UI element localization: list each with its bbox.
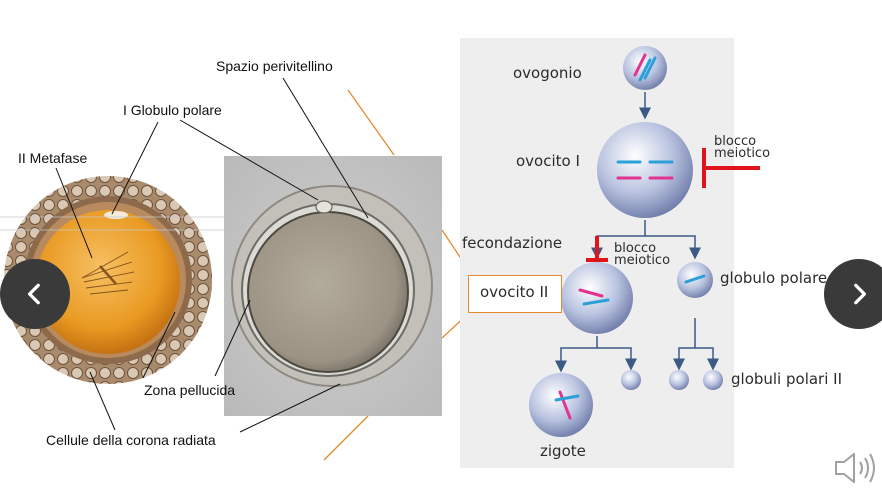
chevron-left-icon — [27, 283, 40, 305]
label-ovocito-1: ovocito I — [516, 152, 580, 170]
oocyte-micrograph — [224, 156, 442, 416]
label-ovocito-2: ovocito II — [480, 283, 549, 301]
label-corona-radiata: Cellule della corona radiata — [46, 432, 216, 448]
zigote-cell — [529, 373, 593, 437]
label-globulo-polare: I Globulo polare — [123, 102, 222, 118]
speaker-icon[interactable] — [832, 448, 878, 488]
chevron-right-icon — [854, 283, 867, 305]
label-metafase: II Metafase — [18, 150, 88, 166]
ovocito2-cell — [561, 262, 633, 334]
label-zona-pellucida: Zona pellucida — [144, 382, 236, 398]
label-spazio-perivitellino: Spazio perivitellino — [216, 58, 333, 74]
oocyte-illustration — [0, 176, 230, 384]
label-zigote: zigote — [540, 442, 586, 460]
label-globuli-polari-2: globuli polari II — [731, 370, 843, 388]
label-fecondazione: fecondazione — [462, 234, 563, 252]
label-ovogonio: ovogonio — [513, 64, 582, 82]
previous-slide-button[interactable] — [0, 259, 70, 329]
next-slide-button[interactable] — [824, 259, 882, 329]
ovocito1-cell — [597, 122, 693, 218]
label-globulo-polare-1: globulo polare I — [720, 269, 837, 287]
ovocito-2-box — [468, 275, 562, 313]
